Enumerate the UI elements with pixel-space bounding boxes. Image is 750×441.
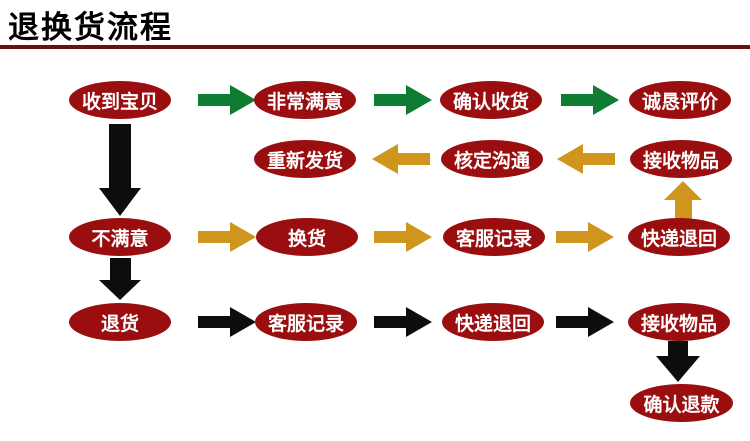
arrow-very-satisfied-to-confirm-receipt-icon (374, 85, 432, 115)
node-very-satisfied: 非常满意 (254, 81, 356, 119)
node-confirm-receipt: 确认收货 (440, 81, 542, 119)
node-reship: 重新发货 (254, 140, 356, 178)
page-title: 退换货流程 (8, 10, 173, 45)
node-verify-communicate: 核定沟通 (441, 140, 543, 178)
arrow-unsatisfied-to-exchange-icon (198, 222, 256, 252)
node-service-record-return: 客服记录 (255, 303, 357, 341)
arrow-receive-item-to-unsatisfied-icon (99, 124, 141, 216)
arrow-confirm-receipt-to-sincere-review-icon (561, 85, 619, 115)
node-receive-goods-return: 接收物品 (628, 303, 730, 341)
node-sincere-review: 诚恳评价 (629, 81, 731, 119)
arrow-return-goods-to-service-record-icon (198, 307, 256, 337)
node-confirm-refund: 确认退款 (630, 384, 733, 422)
node-receive-item: 收到宝贝 (69, 81, 171, 119)
node-return-goods: 退货 (69, 303, 171, 341)
arrow-courier-return-to-receive-goods-icon (664, 181, 702, 219)
node-courier-return-exchange: 快递退回 (628, 218, 730, 256)
node-receive-goods-exchange: 接收物品 (630, 140, 732, 178)
arrow-receive-goods-to-verify-communicate-icon (557, 144, 615, 174)
arrow-verify-communicate-to-reship-icon (372, 144, 430, 174)
node-unsatisfied: 不满意 (69, 218, 171, 256)
node-courier-return-return: 快递退回 (442, 303, 544, 341)
arrow-receive-goods-to-confirm-refund-icon (656, 341, 700, 382)
title-underline (0, 45, 750, 49)
node-service-record-exchange: 客服记录 (443, 218, 545, 256)
arrow-unsatisfied-to-return-goods-icon (99, 258, 141, 300)
arrow-service-record-to-courier-return-icon (556, 222, 614, 252)
arrow-exchange-to-service-record-icon (374, 222, 432, 252)
arrow-receive-item-to-very-satisfied-icon (198, 85, 256, 115)
node-exchange-goods: 换货 (256, 218, 358, 256)
arrow-courier-return-to-receive-goods-black-icon (556, 307, 614, 337)
arrow-service-record-to-courier-return-black-icon (374, 307, 432, 337)
